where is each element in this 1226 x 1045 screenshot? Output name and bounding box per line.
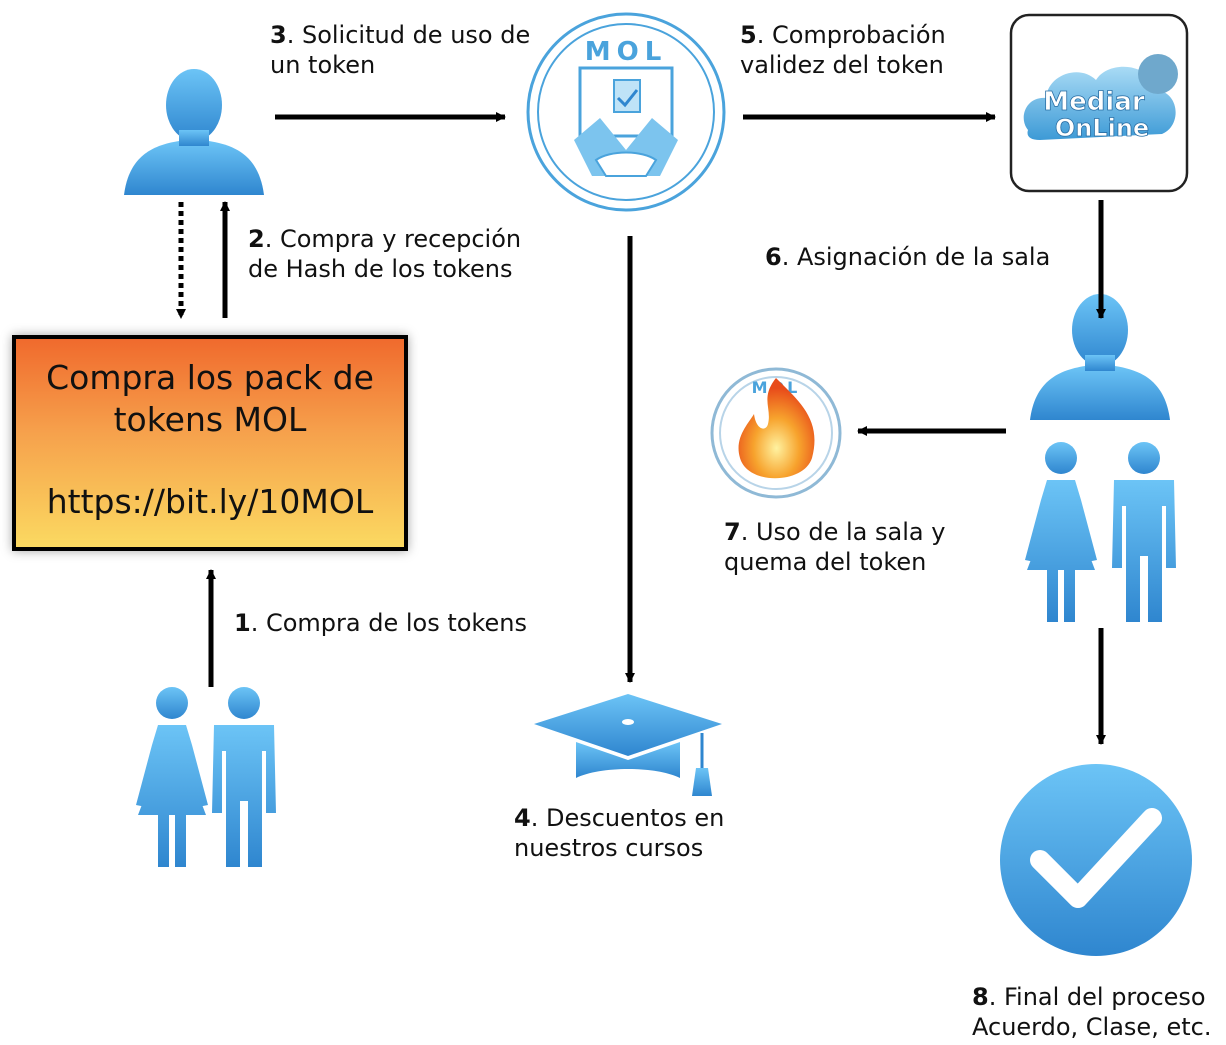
step-2-label: 2. Compra y recepción de Hash de los tok… xyxy=(248,224,521,284)
step-4-label: 4. Descuentos en nuestros cursos xyxy=(514,803,724,863)
step-3-number: 3 xyxy=(270,21,287,49)
step-3-text-line2: un token xyxy=(270,51,376,79)
person-icon-buyer xyxy=(124,69,264,195)
step-1-label: 1. Compra de los tokens xyxy=(234,608,527,638)
step-4-text: . Descuentos en xyxy=(530,804,725,832)
step-2-text-line2: de Hash de los tokens xyxy=(248,255,513,283)
mediar-online-logo: Mediar OnLine xyxy=(1009,13,1189,193)
step-7-number: 7 xyxy=(724,518,741,546)
step-8-text-line2: Acuerdo, Clase, etc. xyxy=(972,1013,1212,1041)
graduation-cap-icon xyxy=(534,694,722,796)
step-7-text-line2: quema del token xyxy=(724,548,927,576)
buy-box-url-link[interactable]: https://bit.ly/10MOL xyxy=(46,482,374,521)
step-2-text: . Compra y recepción xyxy=(264,225,522,253)
step-1-text: . Compra de los tokens xyxy=(250,609,527,637)
couple-icon-users xyxy=(1025,442,1176,622)
step-5-number: 5 xyxy=(740,21,757,49)
mol-logo: MOL xyxy=(526,12,726,212)
step-8-number: 8 xyxy=(972,983,989,1011)
step-3-label: 3. Solicitud de uso de un token xyxy=(270,20,530,80)
step-5-text-line2: validez del token xyxy=(740,51,944,79)
step-4-number: 4 xyxy=(514,804,531,832)
step-5-text: . Comprobación xyxy=(756,21,946,49)
step-6-text: . Asignación de la sala xyxy=(781,243,1051,271)
step-1-number: 1 xyxy=(234,609,251,637)
mediar-logo-line2: OnLine xyxy=(1055,114,1149,142)
step-4-text-line2: nuestros cursos xyxy=(514,834,704,862)
step-2-number: 2 xyxy=(248,225,265,253)
step-5-label: 5. Comprobación validez del token xyxy=(740,20,946,80)
mediar-logo-line1: Mediar xyxy=(1043,87,1145,117)
couple-icon-buyers xyxy=(136,687,276,867)
step-3-text: . Solicitud de uso de xyxy=(286,21,531,49)
step-8-text: . Final del proceso xyxy=(988,983,1206,1011)
step-7-text: . Uso de la sala y xyxy=(740,518,946,546)
buy-tokens-box[interactable]: Compra los pack de tokens MOL https://bi… xyxy=(12,335,408,551)
step-8-label: 8. Final del proceso Acuerdo, Clase, etc… xyxy=(972,982,1211,1042)
step-6-number: 6 xyxy=(765,243,782,271)
step-7-label: 7. Uso de la sala y quema del token xyxy=(724,517,945,577)
mol-logo-text: MOL xyxy=(585,37,668,67)
buy-box-line1: Compra los pack de xyxy=(46,358,374,397)
step-6-label: 6. Asignación de la sala xyxy=(765,242,1050,272)
flow-arrows xyxy=(176,112,1106,745)
checkmark-circle-icon xyxy=(1000,764,1192,956)
buy-box-line2: tokens MOL xyxy=(113,400,307,439)
mol-burn-icon: MOL xyxy=(710,367,842,499)
